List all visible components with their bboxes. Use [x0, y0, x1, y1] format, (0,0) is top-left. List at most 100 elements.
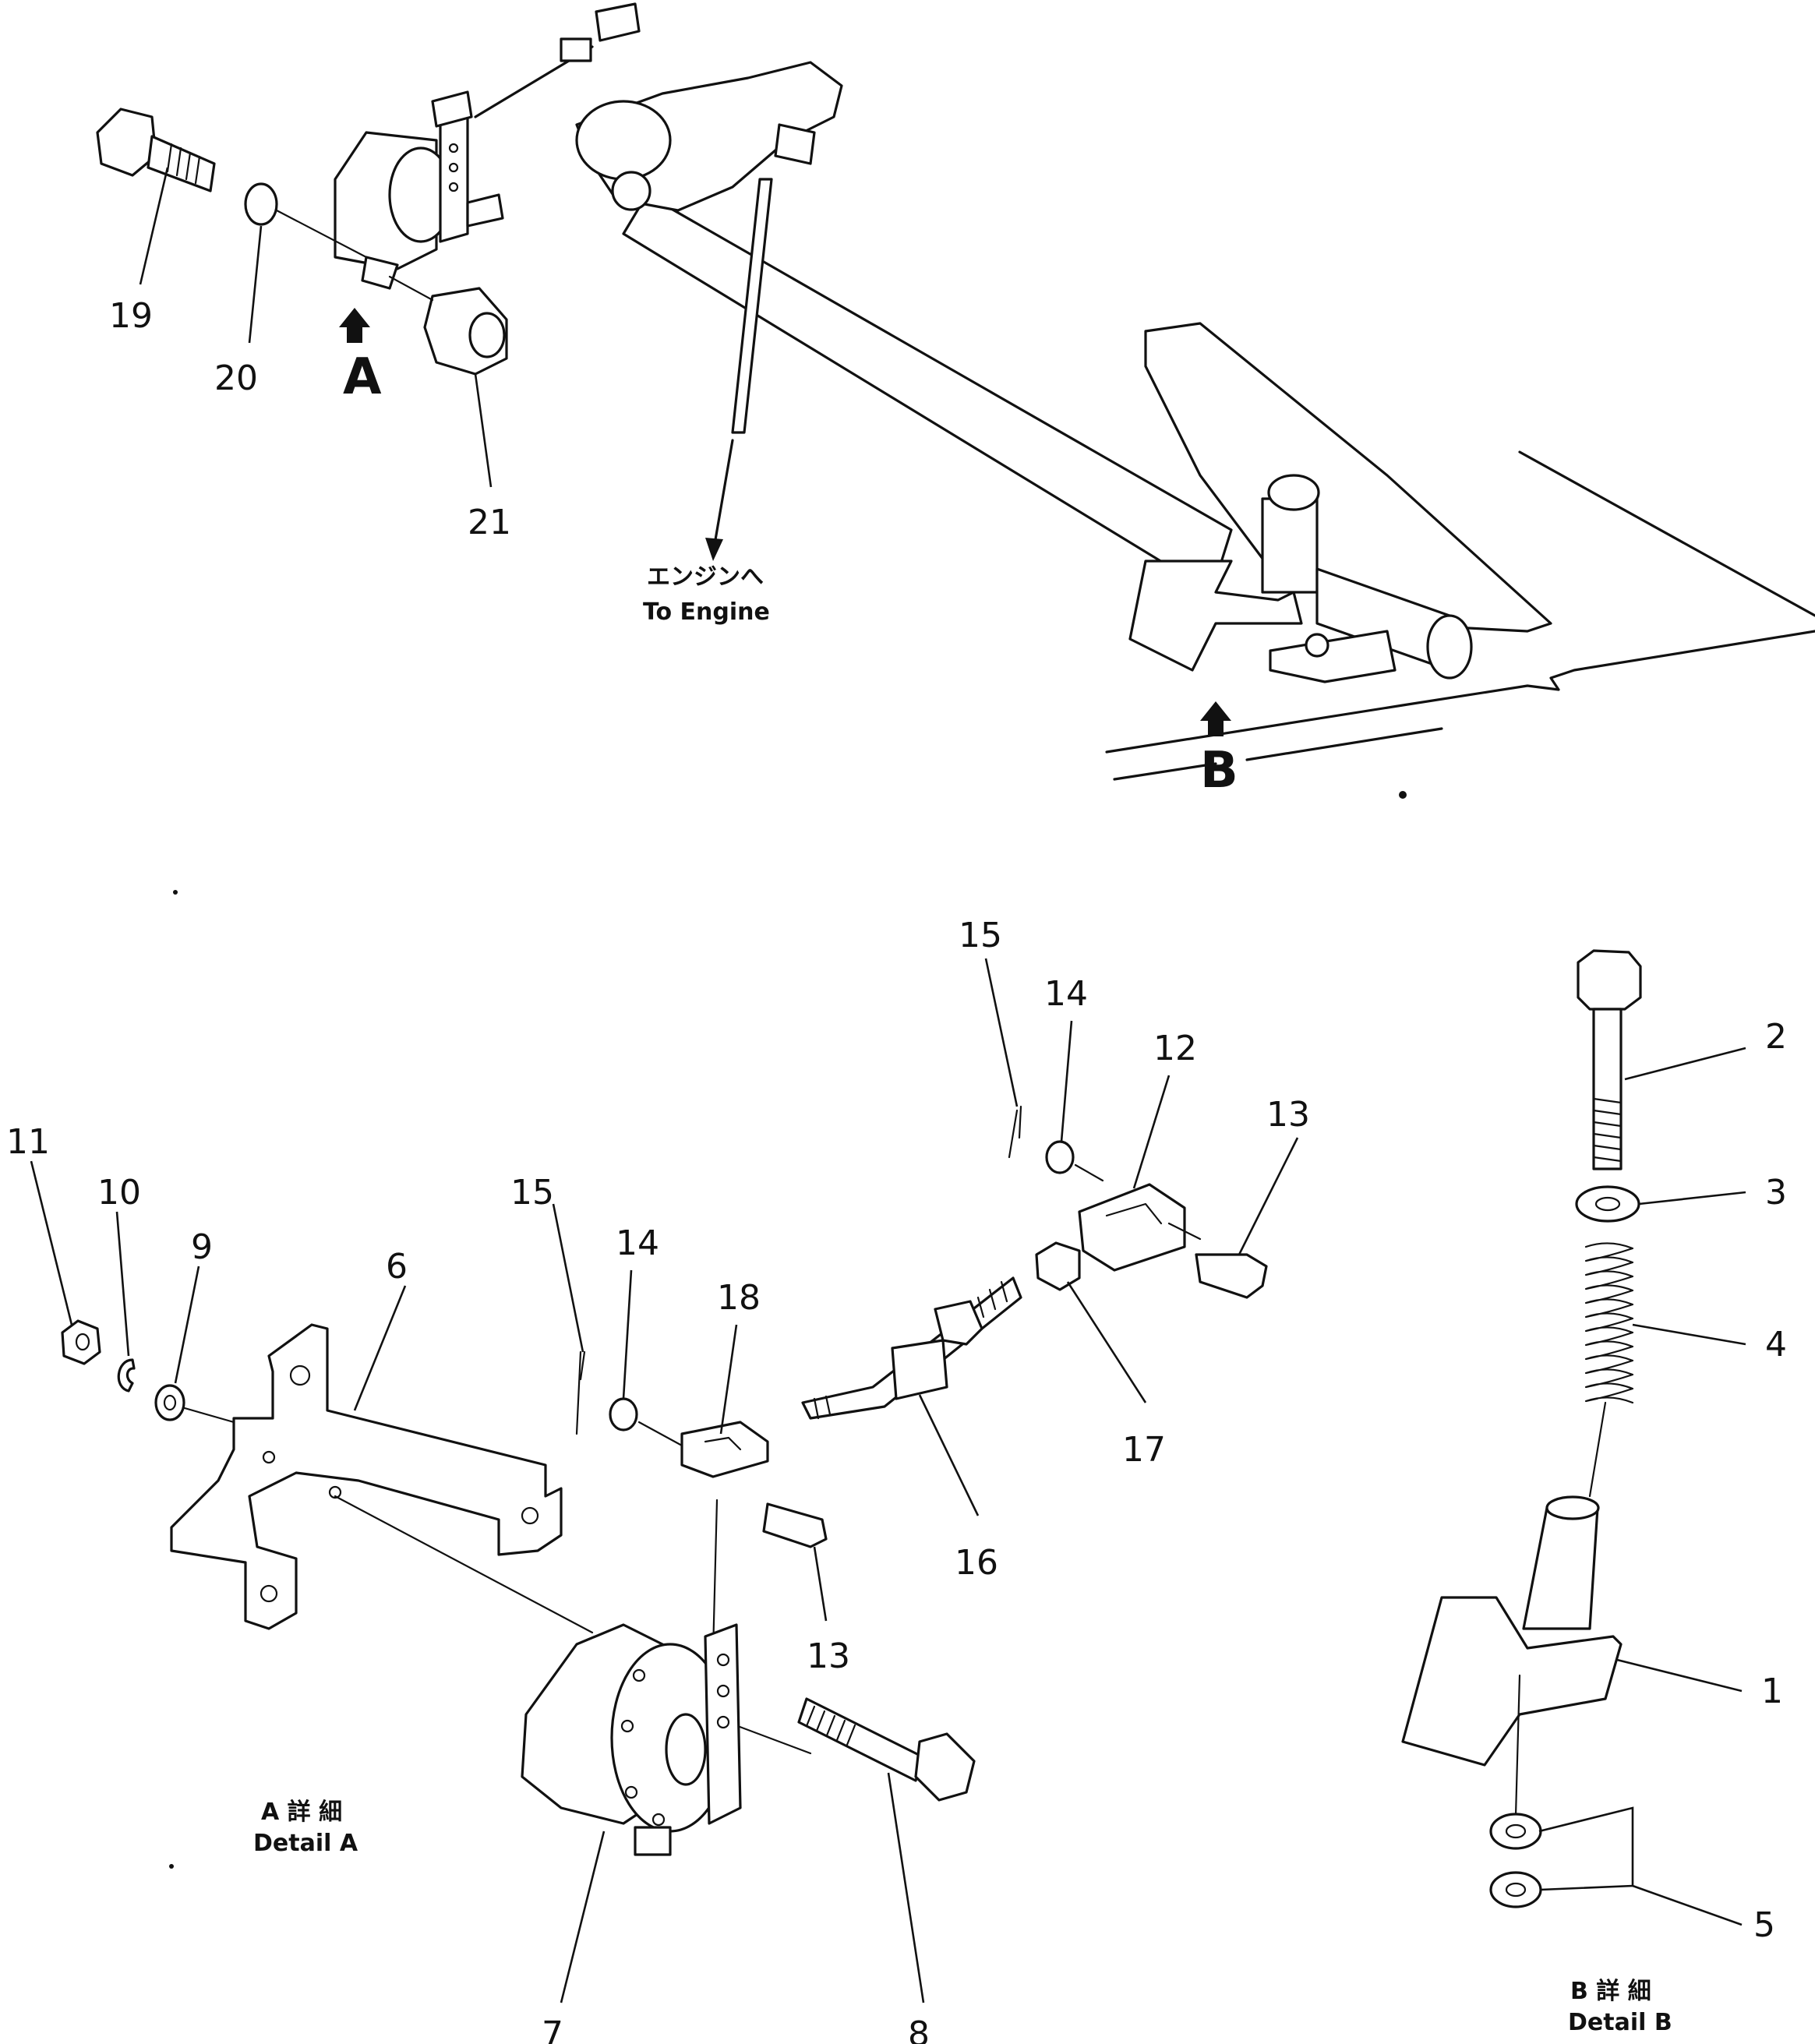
- axis-14: [637, 1421, 683, 1447]
- leader-11: [30, 1160, 73, 1326]
- view-a-marker: A: [343, 348, 382, 406]
- washer-9-bore: [163, 1394, 177, 1411]
- speck: [1399, 791, 1407, 799]
- bolt-2-thread: [1592, 1097, 1623, 1163]
- upper-rod-nut: [560, 37, 592, 62]
- clevis-18-slot: [704, 1436, 742, 1451]
- engine-note-en: To Engine: [643, 598, 770, 626]
- lever-hole-2: [716, 1684, 730, 1698]
- leader-12: [1132, 1075, 1171, 1189]
- bolt-8-shank: [797, 1697, 925, 1782]
- snap-ring-20: [244, 182, 278, 226]
- bracket-6-hole-5: [328, 1485, 342, 1499]
- detail-b-jp: B 詳 細: [1570, 1978, 1651, 2005]
- lever-hole: [716, 1653, 730, 1667]
- linkage-a-hole: [448, 143, 459, 154]
- housing-7-lever: [704, 1623, 742, 1825]
- bushing-21-axis: [388, 275, 434, 302]
- engine-arrow-shaft: [712, 439, 734, 555]
- callout-7: 7: [542, 2014, 563, 2044]
- bracket-6: [170, 1323, 563, 1630]
- callout-13: 13: [807, 1636, 850, 1676]
- leader-8: [887, 1772, 925, 2003]
- callout-14: 14: [616, 1223, 659, 1263]
- bolt-8-thread: [805, 1705, 856, 1746]
- leader-10: [115, 1211, 130, 1357]
- axis-14b: [1074, 1163, 1104, 1182]
- nut-11: [61, 1319, 101, 1365]
- linkage-a-hole-2: [448, 162, 459, 173]
- bushing-5b: [1489, 1871, 1542, 1908]
- bushing-5a: [1489, 1813, 1542, 1850]
- housing-7-bore: [665, 1713, 707, 1786]
- nut-17: [1035, 1241, 1081, 1291]
- washer-9: [154, 1384, 185, 1421]
- top-assembly: A B エンジンへ To Engine 19 20 21: [96, 2, 1815, 800]
- speck-3: [169, 1864, 174, 1869]
- lever-hole-3: [716, 1715, 730, 1729]
- callout-5: 5: [1753, 1905, 1775, 1945]
- cotter-pin-15b: [1008, 1105, 1022, 1159]
- pedal-hinge-bracket: [1128, 560, 1303, 672]
- callout-14b: 14: [1044, 974, 1088, 1014]
- bolt-2-shank: [1592, 1008, 1623, 1170]
- clevis-pin-13: [762, 1502, 828, 1548]
- detail-a-en: Detail A: [253, 1830, 358, 1857]
- callout-16: 16: [955, 1543, 998, 1583]
- leader-14: [622, 1269, 633, 1400]
- washer-14b: [1045, 1140, 1075, 1174]
- leader-17: [1066, 1281, 1147, 1403]
- callout-18: 18: [717, 1278, 761, 1318]
- axis-b-2: [1514, 1674, 1521, 1817]
- pedal-base-bolt: [1305, 633, 1329, 658]
- bushing-21-bore: [468, 312, 506, 358]
- callout-11: 11: [6, 1122, 50, 1162]
- flange-hole-2: [624, 1785, 638, 1799]
- callout-1: 1: [1761, 1672, 1783, 1711]
- rod-16-flat: [891, 1339, 948, 1400]
- leader-18: [719, 1324, 738, 1435]
- leader-13: [813, 1546, 828, 1622]
- callout-3: 3: [1765, 1173, 1787, 1213]
- pedal-bushing-end: [1426, 614, 1473, 680]
- callout-10: 10: [97, 1173, 141, 1213]
- detail-a-jp: A 詳 細: [261, 1799, 342, 1826]
- leader-14b: [1060, 1020, 1073, 1142]
- flange-hole-3: [651, 1813, 666, 1827]
- callout-17: 17: [1122, 1430, 1166, 1470]
- linkage-a-tab: [466, 193, 504, 228]
- flange-hole-4: [632, 1668, 646, 1682]
- engine-note-jp: エンジンへ: [647, 563, 764, 591]
- bracket-boss: [575, 100, 672, 181]
- pedal-hinge-tube: [1261, 497, 1319, 594]
- bracket-6-hole-4: [262, 1450, 276, 1464]
- rod-16: [801, 1276, 1022, 1420]
- leader-2: [1624, 1047, 1746, 1081]
- upper-clevis: [595, 2, 641, 42]
- leader-6: [353, 1285, 407, 1411]
- washer-3: [1575, 1185, 1640, 1223]
- callout-2: 2: [1765, 1017, 1787, 1057]
- flange-hole: [620, 1719, 634, 1733]
- bolt-19-thread: [166, 143, 201, 185]
- callout-6: 6: [386, 1247, 408, 1287]
- clevis-pin-13b: [1195, 1253, 1268, 1299]
- linkage-a-hole-3: [448, 182, 459, 192]
- bracket-6-hole-3: [260, 1584, 278, 1603]
- axis-main-2: [334, 1495, 594, 1634]
- bracket-bolt: [611, 171, 651, 211]
- leader-5: [1538, 1806, 1743, 1926]
- leader-9: [174, 1266, 200, 1384]
- engine-rod-end: [774, 123, 816, 165]
- linkage-a-clevis: [431, 90, 473, 128]
- bolt-8-head: [914, 1732, 976, 1802]
- floor-outline: [1105, 450, 1815, 754]
- washer-3-bore: [1594, 1196, 1621, 1212]
- leader-13b: [1238, 1137, 1299, 1255]
- callout-19: 19: [109, 296, 153, 336]
- leader-1: [1616, 1658, 1743, 1693]
- bolt-19: [96, 108, 216, 192]
- snap-ring-20-axis: [275, 209, 368, 259]
- rod-16-nut: [934, 1300, 983, 1346]
